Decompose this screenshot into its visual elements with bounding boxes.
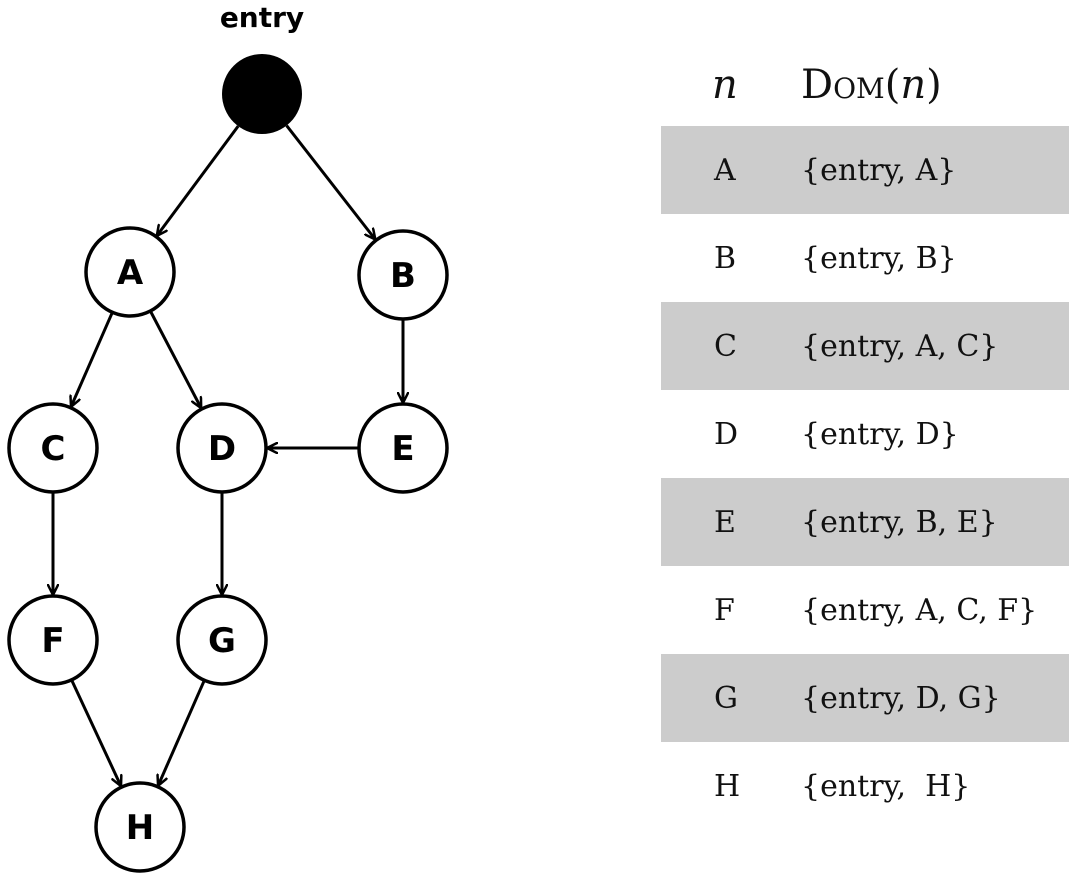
row-node: A <box>714 152 736 188</box>
entry-label: entry <box>220 1 304 34</box>
row-node: B <box>714 240 737 276</box>
edge-entry-to-b <box>285 124 376 240</box>
row-dom-set: {entry, B} <box>801 240 957 276</box>
node-entry <box>222 54 302 134</box>
node-h: H <box>94 781 186 873</box>
row-node: E <box>714 504 736 540</box>
node-label: B <box>390 256 416 296</box>
row-node: H <box>714 768 741 804</box>
table-row: E {entry, B, E} <box>661 478 1069 566</box>
node-b: B <box>357 229 449 321</box>
node-label: A <box>117 253 144 293</box>
header-n: n <box>712 62 738 108</box>
node-d: D <box>176 402 268 494</box>
edge-a-to-d <box>149 310 203 408</box>
table-row: B {entry, B} <box>661 214 1069 302</box>
table-row: G {entry, D, G} <box>661 654 1069 742</box>
row-node: D <box>714 416 739 452</box>
row-node: F <box>714 592 735 628</box>
node-circle <box>7 402 99 494</box>
edge-f-to-h <box>70 679 121 786</box>
node-label: H <box>126 808 154 848</box>
node-label: E <box>391 429 414 469</box>
row-dom-set: {entry, H} <box>801 768 971 804</box>
table-body: A {entry, A} B {entry, B} C {entry, A, C} D… <box>661 126 1069 830</box>
row-node: G <box>714 680 738 716</box>
header-dom-fn: Dom <box>801 62 885 108</box>
node-g: G <box>176 594 268 686</box>
node-circle <box>84 226 176 318</box>
dominator-table: n Dom(n) A {entry, A} B {entry, B} C {entry… <box>661 44 1069 830</box>
node-circle <box>176 402 268 494</box>
node-circle <box>357 402 449 494</box>
row-node: C <box>714 328 737 364</box>
table-row: F {entry, A, C, F} <box>661 566 1069 654</box>
table-row: H {entry, H} <box>661 742 1069 830</box>
node-label: C <box>41 429 66 469</box>
header-dom: Dom(n) <box>801 62 942 108</box>
row-dom-set: {entry, B, E} <box>801 504 998 540</box>
table-row: A {entry, A} <box>661 126 1069 214</box>
edge-entry-to-a <box>157 125 240 236</box>
node-e: E <box>357 402 449 494</box>
node-circle <box>176 594 268 686</box>
node-c: C <box>7 402 99 494</box>
node-circle <box>7 594 99 686</box>
node-a: A <box>84 226 176 318</box>
node-label: F <box>41 621 64 661</box>
row-dom-set: {entry, D} <box>801 416 959 452</box>
edge-g-to-h <box>158 679 206 785</box>
edges <box>53 124 403 787</box>
edge-a-to-c <box>71 311 114 406</box>
node-label: D <box>208 429 236 469</box>
table-row: C {entry, A, C} <box>661 302 1069 390</box>
row-dom-set: {entry, A, C} <box>801 328 999 364</box>
cfg-diagram: A B C D E F G H entry <box>7 1 449 873</box>
table-row: D {entry, D} <box>661 390 1069 478</box>
node-label: G <box>208 621 236 661</box>
row-dom-set: {entry, D, G} <box>801 680 1001 716</box>
table-header: n Dom(n) <box>661 44 1069 126</box>
node-circle <box>94 781 186 873</box>
nodes: A B C D E F G H <box>7 54 449 873</box>
node-circle <box>357 229 449 321</box>
node-f: F <box>7 594 99 686</box>
row-dom-set: {entry, A, C, F} <box>801 592 1038 628</box>
row-dom-set: {entry, A} <box>801 152 957 188</box>
